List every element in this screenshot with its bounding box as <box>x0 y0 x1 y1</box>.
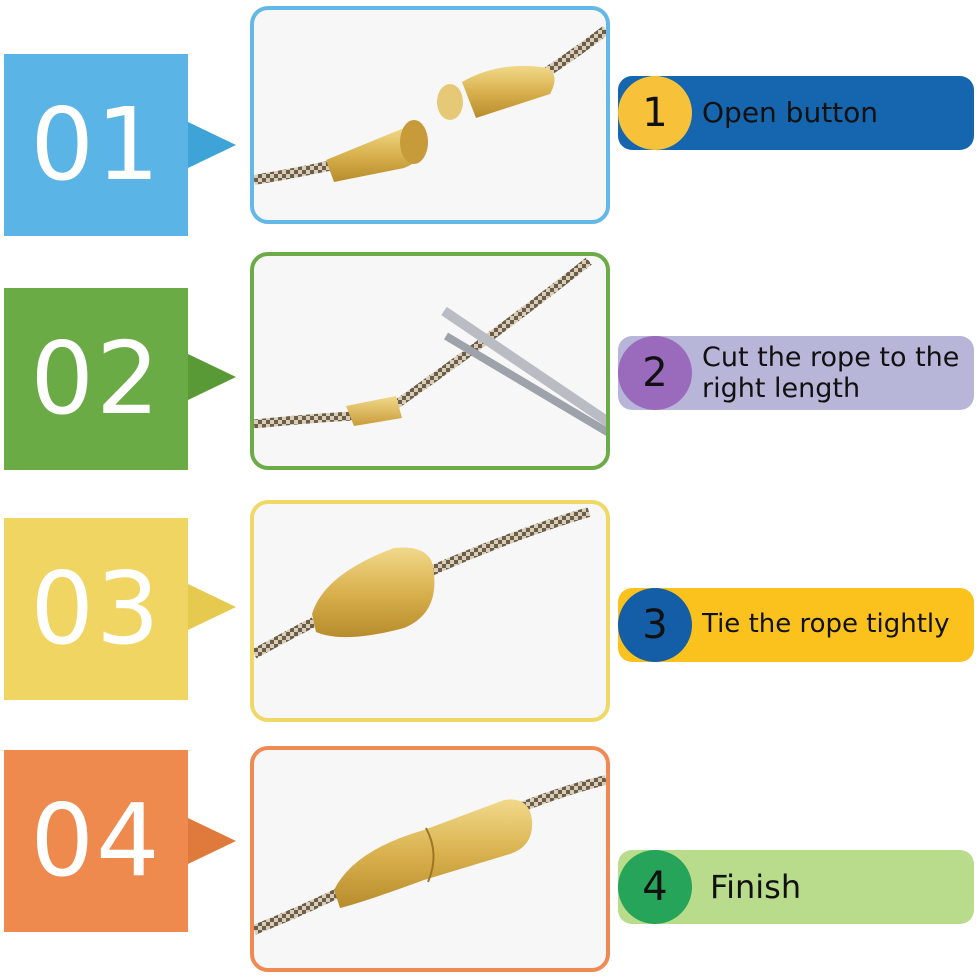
step-badge: 1 <box>618 76 692 150</box>
scissors-and-rope-photo-icon <box>254 257 606 436</box>
step-number-box: 01 <box>4 54 188 236</box>
step-number-box: 04 <box>4 750 188 932</box>
arrow-right-icon <box>188 818 236 864</box>
step-2: 02 2 Cut the rope to the right length <box>0 252 978 484</box>
step-label: 1 Open button <box>618 76 974 150</box>
step-3: 03 3 Tie the rope tightly <box>0 500 978 732</box>
step-badge: 2 <box>618 336 692 410</box>
step-photo <box>250 6 610 224</box>
step-photo <box>250 746 610 972</box>
step-number: 02 <box>30 320 162 437</box>
step-label-text: Tie the rope tightly <box>702 609 950 640</box>
rope-and-bead-photo-icon <box>254 26 606 185</box>
step-number-box: 02 <box>4 288 188 470</box>
step-label-text: Finish <box>710 867 802 906</box>
step-4: 04 4 Finish <box>0 746 978 978</box>
arrow-right-icon <box>188 122 236 168</box>
step-photo <box>250 252 610 470</box>
step-1: 01 1 Open button <box>0 6 978 238</box>
step-label-text: Cut the rope to the right length <box>702 341 960 404</box>
arrow-right-icon <box>188 584 236 630</box>
step-label-text: Open button <box>702 95 879 129</box>
step-badge: 4 <box>618 850 692 924</box>
rope-and-bead-photo-icon <box>254 507 591 659</box>
step-label: 4 Finish <box>618 850 974 924</box>
rope-and-bead-photo-icon <box>254 775 606 935</box>
step-badge: 3 <box>618 588 692 662</box>
step-label: 3 Tie the rope tightly <box>618 588 974 662</box>
step-number: 04 <box>30 782 162 899</box>
step-number: 01 <box>30 86 162 203</box>
step-photo <box>250 500 610 722</box>
arrow-right-icon <box>188 354 236 400</box>
step-label: 2 Cut the rope to the right length <box>618 336 974 410</box>
step-number-box: 03 <box>4 518 188 700</box>
step-number: 03 <box>30 550 162 667</box>
